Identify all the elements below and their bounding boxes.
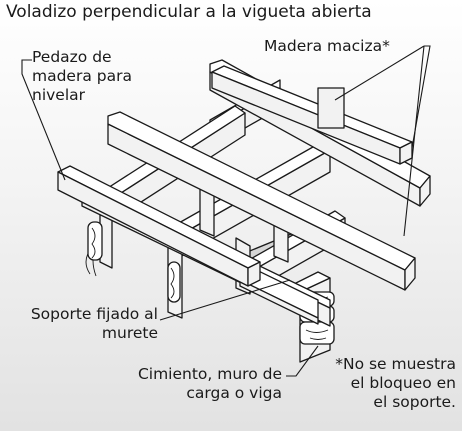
solid-lumber-member	[211, 65, 413, 165]
leveling-block-label-line-2: madera para	[32, 67, 132, 85]
leader-foundation	[286, 345, 319, 377]
end-grain-blocks	[87, 221, 181, 303]
leader-leveling-block	[21, 59, 66, 181]
leveling-block-label: Pedazo de madera para nivelar	[32, 48, 132, 105]
leader-solid-lumber-2	[334, 45, 425, 101]
diagram-title: Voladizo perpendicular a la vigueta abie…	[6, 2, 372, 22]
foundation-label-line-1: Cimiento, muro de	[137, 365, 282, 383]
ledger-label-line-1: Soporte fijado al	[30, 305, 158, 323]
foundation-label: Cimiento, muro de carga o viga	[100, 365, 282, 403]
solid-lumber-label: Madera maciza*	[264, 37, 390, 55]
footnote-line-1: *No se muestra	[335, 355, 456, 373]
ledger-label: Soporte fijado al murete	[10, 305, 158, 343]
ledger-label-line-2: murete	[101, 324, 158, 342]
leader-solid-lumber-1	[411, 45, 431, 149]
leveling-block-label-line-3: nivelar	[32, 86, 86, 104]
footnote-line-3: el soporte.	[373, 393, 456, 411]
footnote: *No se muestra el bloqueo en el soporte.	[326, 355, 456, 412]
footnote-line-2: el bloqueo en	[350, 374, 456, 392]
foundation-label-line-2: carga o viga	[186, 384, 282, 402]
leveling-piece	[57, 165, 261, 287]
leader-solid-lumber-3	[403, 45, 425, 237]
leveling-block-label-line-1: Pedazo de	[32, 48, 112, 66]
leader-lines	[21, 45, 431, 377]
leader-ledger	[159, 279, 291, 321]
